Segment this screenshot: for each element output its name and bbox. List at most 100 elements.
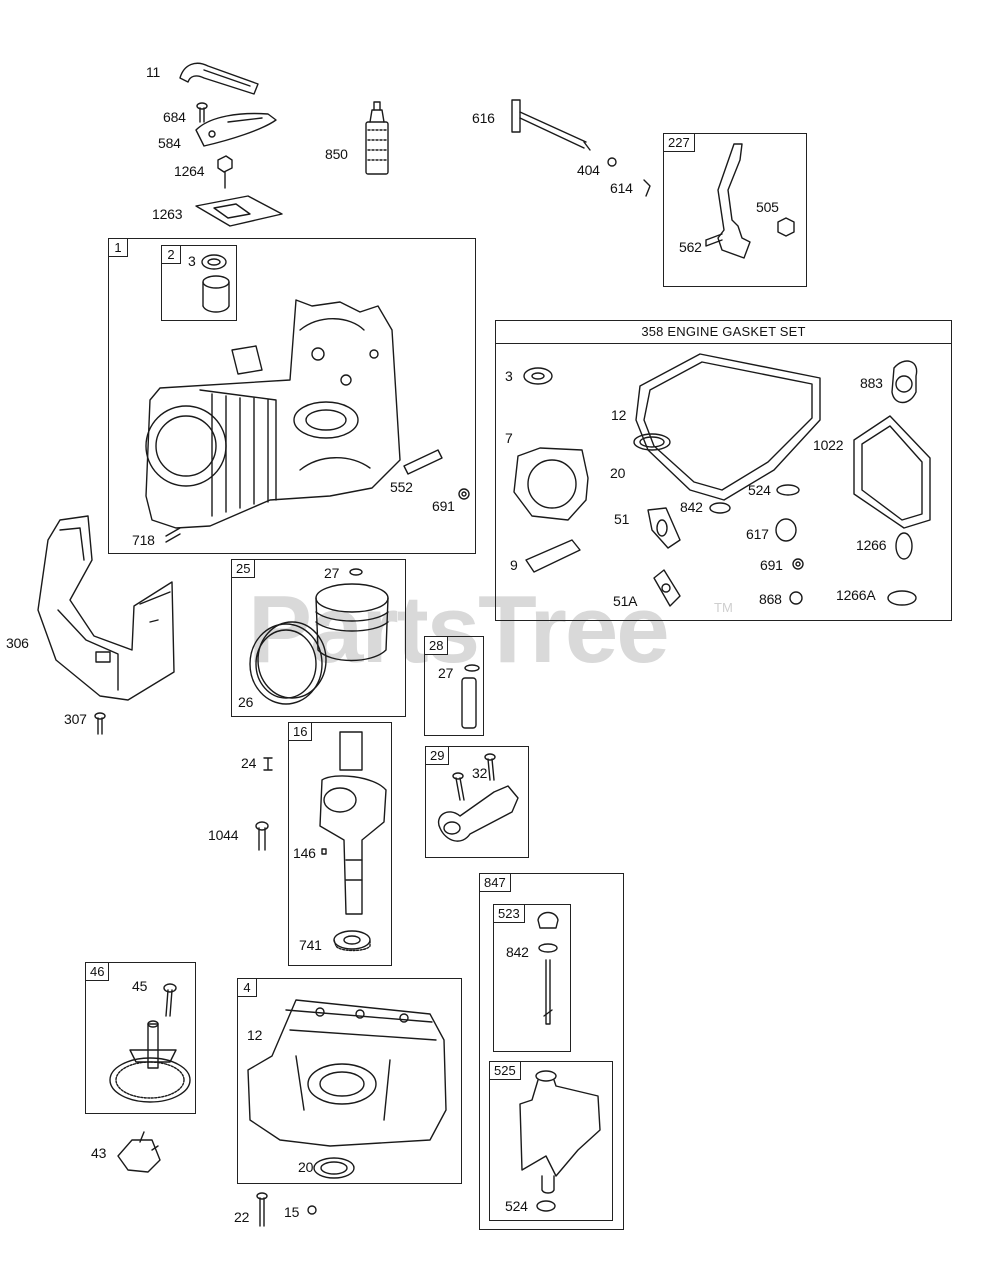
part-146-key-drawing[interactable] <box>321 848 327 855</box>
part-741-gear-drawing[interactable] <box>333 930 371 952</box>
part-616-rod-drawing[interactable] <box>511 99 591 151</box>
part-label-1263[interactable]: 1263 <box>152 206 183 222</box>
part-29-connecting-rod-drawing[interactable] <box>437 785 519 842</box>
box-number-523[interactable]: 523 <box>493 904 525 923</box>
part-51-gasket-drawing[interactable] <box>647 507 681 549</box>
part-868-nut-drawing[interactable] <box>789 591 803 605</box>
part-1022-rocker-cover-gasket-drawing[interactable] <box>853 415 931 529</box>
part-2-bushing-drawing[interactable] <box>202 275 230 313</box>
part-7-head-gasket-drawing[interactable] <box>513 447 589 521</box>
part-label-27-clip[interactable]: 27 <box>324 565 340 581</box>
part-label-51[interactable]: 51 <box>614 511 630 527</box>
part-307-screw-drawing[interactable] <box>94 712 106 735</box>
part-label-26[interactable]: 26 <box>238 694 254 710</box>
box-number-29[interactable]: 29 <box>425 746 450 765</box>
part-label-12-cover[interactable]: 12 <box>247 1027 263 1043</box>
part-25-piston-drawing[interactable] <box>315 583 389 662</box>
box-number-1[interactable]: 1 <box>108 238 128 257</box>
part-1264-nut-drawing[interactable] <box>217 155 233 189</box>
part-label-505[interactable]: 505 <box>756 199 779 215</box>
part-718-stud-drawing[interactable] <box>165 527 181 543</box>
part-label-562[interactable]: 562 <box>679 239 702 255</box>
part-15-nut-drawing[interactable] <box>307 1205 317 1215</box>
part-306-shroud-drawing[interactable] <box>37 515 175 701</box>
part-label-691[interactable]: 691 <box>432 498 455 514</box>
part-label-32[interactable]: 32 <box>472 765 488 781</box>
part-label-307[interactable]: 307 <box>64 711 87 727</box>
part-26-piston-rings-drawing[interactable] <box>249 621 327 705</box>
part-label-20-cover-seal[interactable]: 20 <box>298 1159 314 1175</box>
part-584-cover-drawing[interactable] <box>195 112 277 147</box>
part-20-cover-oil-seal-drawing[interactable] <box>313 1157 355 1179</box>
part-684-screw-drawing[interactable] <box>196 102 208 123</box>
part-label-3-oil-seal[interactable]: 3 <box>505 368 513 384</box>
box-number-227[interactable]: 227 <box>663 133 695 152</box>
part-691-nut-drawing[interactable] <box>458 488 470 500</box>
part-label-584[interactable]: 584 <box>158 135 181 151</box>
part-label-868[interactable]: 868 <box>759 591 782 607</box>
part-label-3-seal[interactable]: 3 <box>188 253 196 269</box>
part-label-7[interactable]: 7 <box>505 430 513 446</box>
box-number-2[interactable]: 2 <box>161 245 181 264</box>
part-51a-gasket-drawing[interactable] <box>653 569 681 607</box>
part-label-1044[interactable]: 1044 <box>208 827 239 843</box>
part-label-404[interactable]: 404 <box>577 162 600 178</box>
part-label-741[interactable]: 741 <box>299 937 322 953</box>
part-label-51a[interactable]: 51A <box>613 593 638 609</box>
part-label-306[interactable]: 306 <box>6 635 29 651</box>
part-614-pin-drawing[interactable] <box>643 179 651 197</box>
part-label-614[interactable]: 614 <box>610 180 633 196</box>
part-691-nut-gasket-set-drawing[interactable] <box>792 558 804 570</box>
part-label-11[interactable]: 11 <box>146 64 161 80</box>
part-525-dipstick-tube-drawing[interactable] <box>519 1070 601 1194</box>
box-number-847[interactable]: 847 <box>479 873 511 892</box>
part-842-dipstick-o-ring-drawing[interactable] <box>538 943 558 953</box>
part-850-sealant-tube-drawing[interactable] <box>365 101 389 175</box>
part-label-27-pin-clip[interactable]: 27 <box>438 665 454 681</box>
part-label-616[interactable]: 616 <box>472 110 495 126</box>
part-label-9[interactable]: 9 <box>510 557 518 573</box>
part-27-clip-drawing[interactable] <box>464 664 480 672</box>
gasket-set-title[interactable]: 358 ENGINE GASKET SET <box>496 321 951 344</box>
part-552-dowel-pin-drawing[interactable] <box>403 449 443 475</box>
part-1263-gasket-drawing[interactable] <box>195 195 283 227</box>
part-label-24[interactable]: 24 <box>241 755 257 771</box>
part-43-governor-bracket-drawing[interactable] <box>117 1131 161 1173</box>
part-label-691-gasket-set[interactable]: 691 <box>760 557 783 573</box>
box-number-525[interactable]: 525 <box>489 1061 521 1080</box>
part-label-524-o-ring[interactable]: 524 <box>748 482 771 498</box>
part-label-684[interactable]: 684 <box>163 109 186 125</box>
part-label-1022[interactable]: 1022 <box>813 437 844 453</box>
part-1044-screw-drawing[interactable] <box>255 821 269 851</box>
part-label-842-o-ring[interactable]: 842 <box>680 499 703 515</box>
part-617-o-ring-drawing[interactable] <box>775 518 797 542</box>
part-label-43[interactable]: 43 <box>91 1145 107 1161</box>
part-46-governor-gear-drawing[interactable] <box>109 1020 191 1103</box>
part-label-883[interactable]: 883 <box>860 375 883 391</box>
part-label-850[interactable]: 850 <box>325 146 348 162</box>
part-1266-o-ring-drawing[interactable] <box>895 532 913 560</box>
part-4-crankcase-cover-drawing[interactable] <box>247 999 447 1147</box>
box-number-28[interactable]: 28 <box>424 636 449 655</box>
part-label-146[interactable]: 146 <box>293 845 316 861</box>
part-label-12-gasket[interactable]: 12 <box>611 407 627 423</box>
part-523-dipstick-drawing[interactable] <box>537 911 559 1025</box>
part-524-tube-o-ring-drawing[interactable] <box>536 1200 556 1212</box>
part-32-bolt-drawing[interactable] <box>452 753 496 801</box>
part-20-oil-seal-drawing[interactable] <box>633 433 671 451</box>
part-1266a-o-ring-drawing[interactable] <box>887 590 917 606</box>
part-9-gasket-drawing[interactable] <box>525 539 581 573</box>
part-label-524-tube[interactable]: 524 <box>505 1198 528 1214</box>
part-22-bolt-drawing[interactable] <box>256 1192 268 1227</box>
part-label-22[interactable]: 22 <box>234 1209 250 1225</box>
box-number-25[interactable]: 25 <box>231 559 256 578</box>
part-3-oil-seal-drawing[interactable] <box>523 367 553 385</box>
part-45-shaft-drawing[interactable] <box>163 983 177 1017</box>
part-label-15[interactable]: 15 <box>284 1204 300 1220</box>
part-524-o-ring-drawing[interactable] <box>776 484 800 496</box>
part-label-20-seal[interactable]: 20 <box>610 465 626 481</box>
part-11-breather-tube-drawing[interactable] <box>179 62 259 95</box>
part-label-842-dipstick[interactable]: 842 <box>506 944 529 960</box>
part-label-1264[interactable]: 1264 <box>174 163 205 179</box>
part-404-clip-drawing[interactable] <box>607 157 617 167</box>
